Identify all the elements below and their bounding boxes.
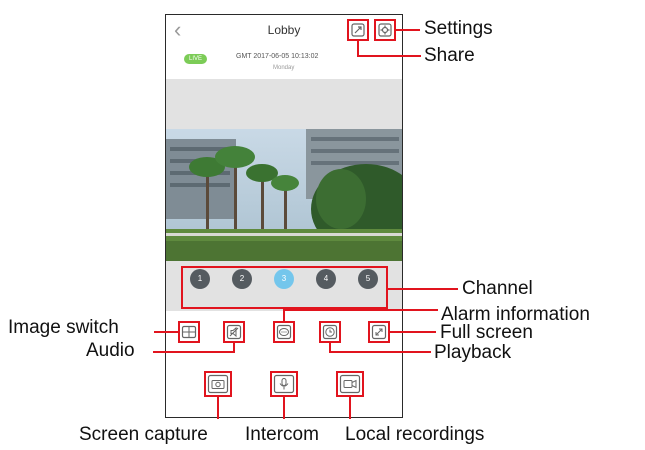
full-screen-label: Full screen [440,322,533,343]
channel-button-3[interactable]: 3 [274,269,294,289]
channel-highlight-box [181,266,388,309]
screen-capture-connector [217,397,219,419]
chevron-left-icon: ‹ [174,17,182,42]
playback-connector-h [329,351,431,353]
local-recordings-label: Local recordings [345,424,485,445]
alarm-connector-v [283,309,285,321]
phone-screen: ‹ Lobby LIVE GMT 2017-06-05 10:13:02 Mon… [165,14,403,418]
full-screen-button[interactable] [371,324,387,340]
page-title: Lobby [267,23,301,37]
share-button[interactable] [350,22,366,38]
clock-icon [322,324,338,340]
back-button[interactable]: ‹ [174,19,181,41]
audio-button[interactable] [226,324,242,340]
screen-capture-highlight-box [204,371,232,397]
playback-connector-v [329,343,331,353]
intercom-button[interactable] [273,374,295,394]
camera-icon [207,374,229,394]
audio-label: Audio [86,340,135,361]
local-recordings-highlight-box [336,371,364,397]
channel-button-4[interactable]: 4 [316,269,336,289]
expand-icon [371,324,387,340]
speaker-mute-icon [226,324,242,340]
microphone-icon [273,374,295,394]
weekday: Monday [273,65,295,71]
settings-highlight-box [374,19,396,41]
settings-connector [396,29,420,31]
full-screen-highlight-box [368,321,390,343]
image-switch-button[interactable] [181,324,197,340]
channel-label: Channel [462,278,533,299]
timestamp: GMT 2017-06-05 10:13:02 [236,53,319,60]
share-highlight-box [347,19,369,41]
layout-icon [181,325,197,339]
alarm-highlight-box [273,321,295,343]
image-switch-connector [154,331,178,333]
video-top-band [166,79,402,129]
local-recordings-connector [349,397,351,419]
live-video-view[interactable] [166,129,402,261]
gear-icon [378,23,392,37]
settings-button[interactable] [377,22,393,38]
audio-highlight-box [223,321,245,343]
alarm-information-button[interactable] [276,324,292,340]
channel-button-2[interactable]: 2 [232,269,252,289]
channel-button-1[interactable]: 1 [190,269,210,289]
full-screen-connector [390,331,436,333]
app-header: ‹ Lobby LIVE GMT 2017-06-05 10:13:02 Mon… [166,15,402,79]
local-recordings-button[interactable] [339,374,361,394]
video-camera-icon [339,374,361,394]
audio-connector-h [153,351,235,353]
intercom-label: Intercom [245,424,319,445]
share-label: Share [424,45,475,66]
alarm-information-label: Alarm information [441,304,590,325]
playback-highlight-box [319,321,341,343]
intercom-connector [283,397,285,419]
playback-button[interactable] [322,324,338,340]
alarm-bubble-icon [276,324,292,340]
live-badge: LIVE [184,54,207,64]
playback-label: Playback [434,342,512,363]
channel-button-5[interactable]: 5 [358,269,378,289]
image-switch-highlight-box [178,321,200,343]
audio-connector-v [233,343,235,353]
share-connector-v [357,41,359,57]
alarm-connector-h [283,309,438,311]
share-icon [351,23,365,37]
channel-connector [388,288,458,290]
intercom-highlight-box [270,371,298,397]
screen-capture-label: Screen capture [79,424,208,445]
share-connector-h [357,55,421,57]
settings-label: Settings [424,18,493,39]
video-frame-image [166,129,402,261]
screen-capture-button[interactable] [207,374,229,394]
image-switch-label: Image switch [8,317,119,338]
